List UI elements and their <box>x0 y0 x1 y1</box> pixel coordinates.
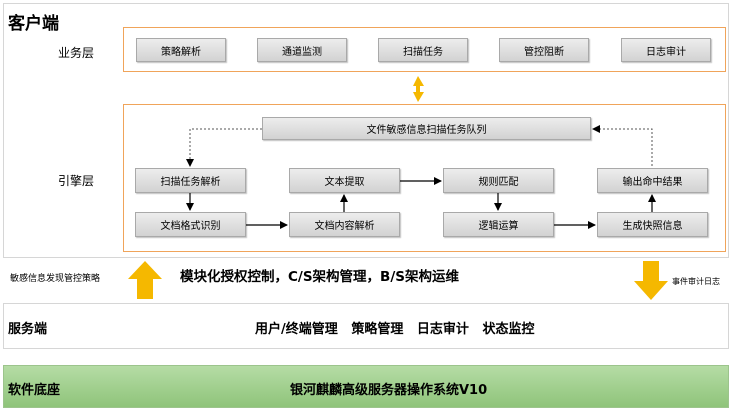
arrow-output-to-queue <box>592 125 653 166</box>
node-scan-task-parse: 扫描任务解析 <box>135 168 246 193</box>
server-features: 用户/终端管理 策略管理 日志审计 状态监控 <box>255 322 535 337</box>
business-item-scan: 扫描任务 <box>378 38 468 62</box>
business-item-block: 管控阻断 <box>499 38 589 62</box>
architecture-text: 模块化授权控制，C/S架构管理，B/S架构运维 <box>180 269 460 285</box>
policy-label: 敏感信息发现管控策略 <box>10 274 101 284</box>
node-doc-content: 文档内容解析 <box>289 212 400 237</box>
audit-down-arrow <box>634 261 668 300</box>
business-layer-label: 业务层 <box>58 46 95 60</box>
server-label: 服务端 <box>8 322 48 337</box>
node-logic-op: 逻辑运算 <box>443 212 554 237</box>
node-doc-format: 文档格式识别 <box>135 212 246 237</box>
node-output-result: 输出命中结果 <box>597 168 708 193</box>
scan-task-queue: 文件敏感信息扫描任务队列 <box>262 117 591 140</box>
os-name: 银河麒麟高级服务器操作系统V10 <box>290 383 488 398</box>
node-snapshot: 生成快照信息 <box>597 212 708 237</box>
engine-layer-label: 引擎层 <box>58 174 95 188</box>
base-panel <box>3 365 729 408</box>
policy-up-arrow <box>128 261 162 299</box>
business-item-channel: 通道监测 <box>257 38 347 62</box>
arrow-queue-to-parse <box>186 128 262 167</box>
node-text-extract: 文本提取 <box>289 168 400 193</box>
base-label: 软件底座 <box>8 383 61 398</box>
client-title: 客户端 <box>8 14 59 34</box>
business-item-strategy: 策略解析 <box>136 38 226 62</box>
audit-log-label: 事件审计日志 <box>672 277 720 286</box>
layer-double-arrow <box>413 76 424 102</box>
business-item-audit: 日志审计 <box>621 38 711 62</box>
server-panel <box>3 303 729 349</box>
node-rule-match: 规则匹配 <box>443 168 554 193</box>
